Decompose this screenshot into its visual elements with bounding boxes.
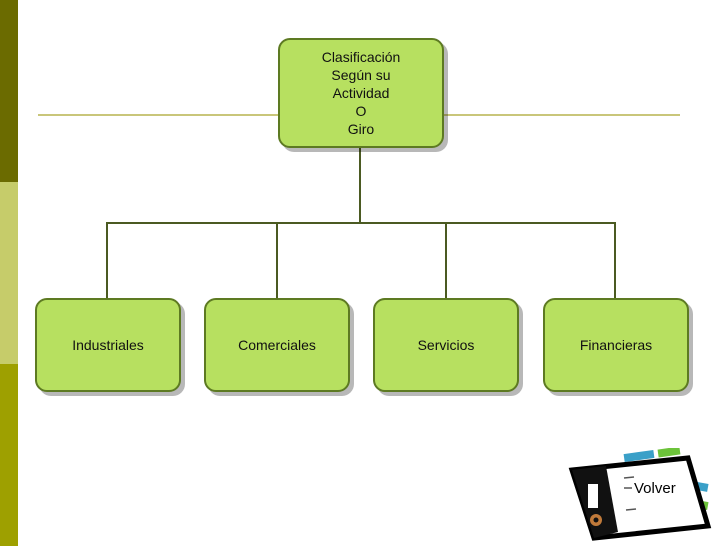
root-line-3: Actividad (332, 85, 390, 101)
node-industriales: Industriales (35, 298, 181, 392)
side-strip-top (0, 0, 18, 182)
connector-industriales (106, 222, 108, 298)
node-comerciales: Comerciales (204, 298, 350, 392)
connector-financieras (614, 222, 616, 298)
connector-servicios (445, 222, 447, 298)
root-node: Clasificación Según su Actividad O Giro (278, 38, 444, 148)
volver-label: Volver (634, 480, 676, 497)
side-strip-middle (0, 182, 18, 364)
node-label: Servicios (417, 337, 475, 353)
node-servicios: Servicios (373, 298, 519, 392)
connector-comerciales (276, 222, 278, 298)
film-reel-icon (568, 448, 712, 541)
root-line-2: Según su (331, 67, 391, 83)
node-label: Comerciales (238, 337, 316, 353)
root-line-4: O (355, 103, 367, 119)
node-label: Financieras (579, 337, 653, 353)
connector-root-down (359, 148, 361, 224)
root-line-1: Clasificación (321, 49, 401, 65)
side-strip-bottom (0, 364, 18, 546)
root-line-5: Giro (347, 121, 375, 137)
volver-button[interactable]: Volver (566, 448, 716, 542)
node-label: Industriales (72, 337, 144, 353)
node-financieras: Financieras (543, 298, 689, 392)
connector-horizontal (106, 222, 616, 224)
